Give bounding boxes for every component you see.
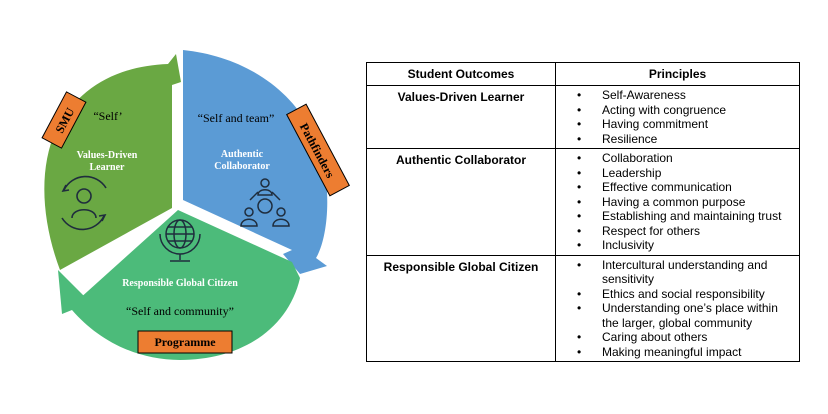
header-student-outcomes: Student Outcomes [366,62,556,86]
principles-cell: Intercultural understanding and sensitiv… [555,254,800,362]
outcome-cell: Authentic Collaborator [366,148,556,256]
globe-icon [159,219,201,262]
header-principles: Principles [555,62,800,86]
principle-item: Effective communication [577,180,795,195]
principle-item: Having a common purpose [577,195,795,210]
principle-item: Respect for others [577,224,795,239]
global-quote: “Self and community” [126,304,234,318]
table-row: Values-Driven Learner Self-Awareness Act… [366,85,800,149]
segment-responsible-global-citizen [58,210,300,360]
principle-item: Understanding one’s place within the lar… [577,301,795,330]
principle-item: Intercultural understanding and sensitiv… [577,258,795,287]
values-title-line2: Learner [90,162,126,173]
principle-item: Caring about others [577,330,795,345]
principle-item: Leadership [577,166,795,181]
authentic-title-line1: Authentic [221,149,264,160]
outcome-cell: Responsible Global Citizen [366,254,556,362]
principle-item: Inclusivity [577,238,795,253]
table-row: Responsible Global Citizen Intercultural… [366,254,800,362]
table-header-row: Student Outcomes Principles [366,62,800,86]
values-quote: “Self’ [93,109,122,123]
values-title-line1: Values-Driven [77,150,138,161]
principle-item: Having commitment [577,117,795,132]
principles-cell: Self-Awareness Acting with congruence Ha… [555,85,800,149]
principle-item: Self-Awareness [577,88,795,103]
programme-tag-label: Programme [154,335,216,349]
global-title: Responsible Global Citizen [122,278,238,289]
principle-item: Acting with congruence [577,103,795,118]
table-row: Authentic Collaborator Collaboration Lea… [366,148,800,256]
person-icon [61,175,107,231]
principle-item: Establishing and maintaining trust [577,209,795,224]
principle-item: Resilience [577,132,795,147]
programme-tag: Programme [137,330,233,354]
smu-tag: SMU [41,91,87,149]
outcomes-table: Student Outcomes Principles Values-Drive… [366,62,800,362]
principle-item: Collaboration [577,151,795,166]
principle-item: Making meaningful impact [577,345,795,360]
authentic-quote: “Self and team” [198,111,275,125]
principles-cell: Collaboration Leadership Effective commu… [555,148,800,256]
outcome-cell: Values-Driven Learner [366,85,556,149]
team-icon [240,178,290,227]
segment-authentic-collaborator [183,50,328,274]
cycle-diagram: SMU Pathfinders Programme “Self’ Values-… [41,50,350,360]
principle-item: Ethics and social responsibility [577,287,795,302]
authentic-title-line2: Collaborator [214,161,270,172]
